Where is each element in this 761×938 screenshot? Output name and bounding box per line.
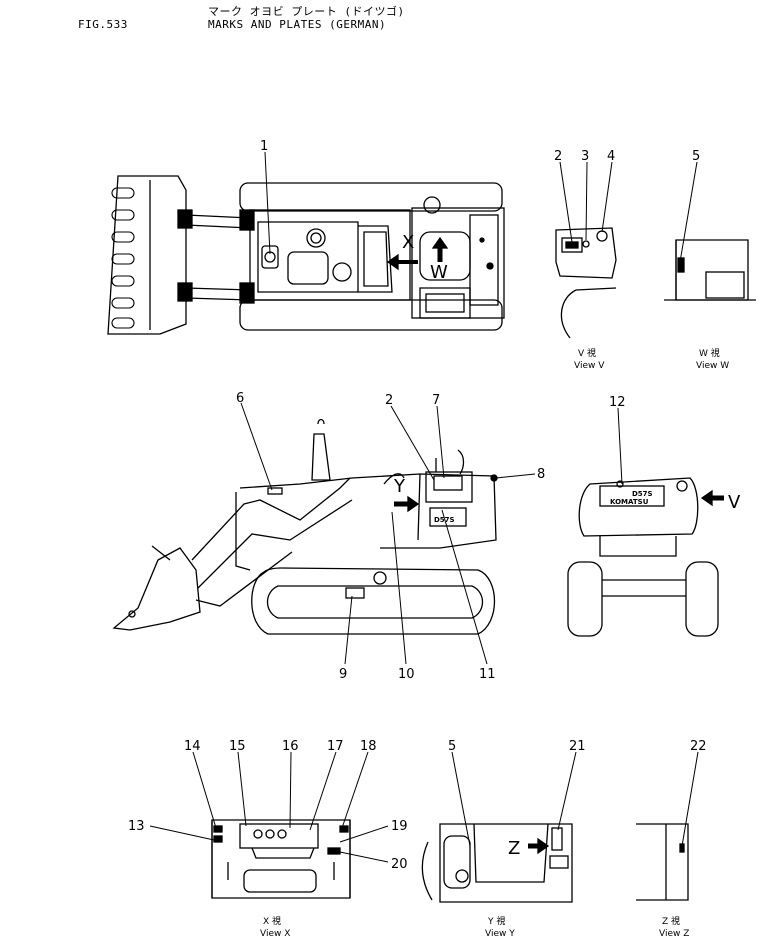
callout-numbers: 1 2 3 4 5 6 2 7 8 12 9 10 11 14 15 16 17… [128,139,707,872]
view-y-drawing [421,823,573,903]
view-w-en: View W [696,361,729,371]
arrow-letter-x: X [402,232,414,253]
callout-3: 3 [581,149,589,164]
side-model-plate: D57S [434,516,455,524]
callout-5b: 5 [448,739,456,754]
callout-14: 14 [184,739,201,754]
view-x-jp: X 視 [263,915,281,927]
view-w-jp: W 視 [699,347,720,359]
callout-16: 16 [282,739,299,754]
view-y-en: View Y [485,929,515,938]
side-view-machine [112,418,498,635]
callout-18: 18 [360,739,377,754]
view-x-en: View X [260,929,290,938]
view-labels: V 視 View V W 視 View W X 視 View X Y 視 Vie… [260,347,729,938]
view-y-jp: Y 視 [487,915,505,927]
top-view-machine [107,175,505,335]
callout-11: 11 [479,667,496,682]
callout-2b: 2 [385,393,393,408]
callout-4: 4 [607,149,615,164]
callout-10: 10 [398,667,415,682]
rear-view-machine [567,477,724,637]
callout-5: 5 [692,149,700,164]
rear-brand-plate: KOMATSU [610,498,649,506]
callout-13: 13 [128,819,145,834]
view-x-drawing [211,819,351,899]
arrow-letter-z: Z [508,838,520,859]
title-japanese: マーク オヨビ プレート (ドイツゴ) [208,5,405,18]
title-english: MARKS AND PLATES (GERMAN) [208,18,387,31]
view-z-drawing [636,823,689,901]
figure-number: FIG.533 [78,18,128,31]
view-v-en: View V [574,361,605,371]
view-v-jp: V 視 [578,347,596,359]
callout-6: 6 [236,391,244,406]
callout-1: 1 [260,139,268,154]
arrow-letter-v: V [728,492,741,513]
callout-20: 20 [391,857,408,872]
callout-19: 19 [391,819,408,834]
arrow-letters: X W Y Z V [393,232,741,859]
callout-21: 21 [569,739,586,754]
view-v-drawing [555,227,617,339]
callout-8: 8 [537,467,545,482]
callout-22: 22 [690,739,707,754]
view-z-jp: Z 視 [662,915,680,927]
callout-9: 9 [339,667,347,682]
rear-model-plate: D57S [632,490,653,498]
view-z-en: View Z [659,929,689,938]
arrow-letter-w: W [430,262,448,283]
callout-7: 7 [432,393,440,408]
callout-2: 2 [554,149,562,164]
plate-labels: D57S D57S KOMATSU [434,490,653,524]
callout-17: 17 [327,739,344,754]
leader-lines [149,151,699,863]
callout-12: 12 [609,395,626,410]
callout-15: 15 [229,739,246,754]
arrow-letter-y: Y [393,476,406,497]
view-w-drawing [664,239,756,301]
